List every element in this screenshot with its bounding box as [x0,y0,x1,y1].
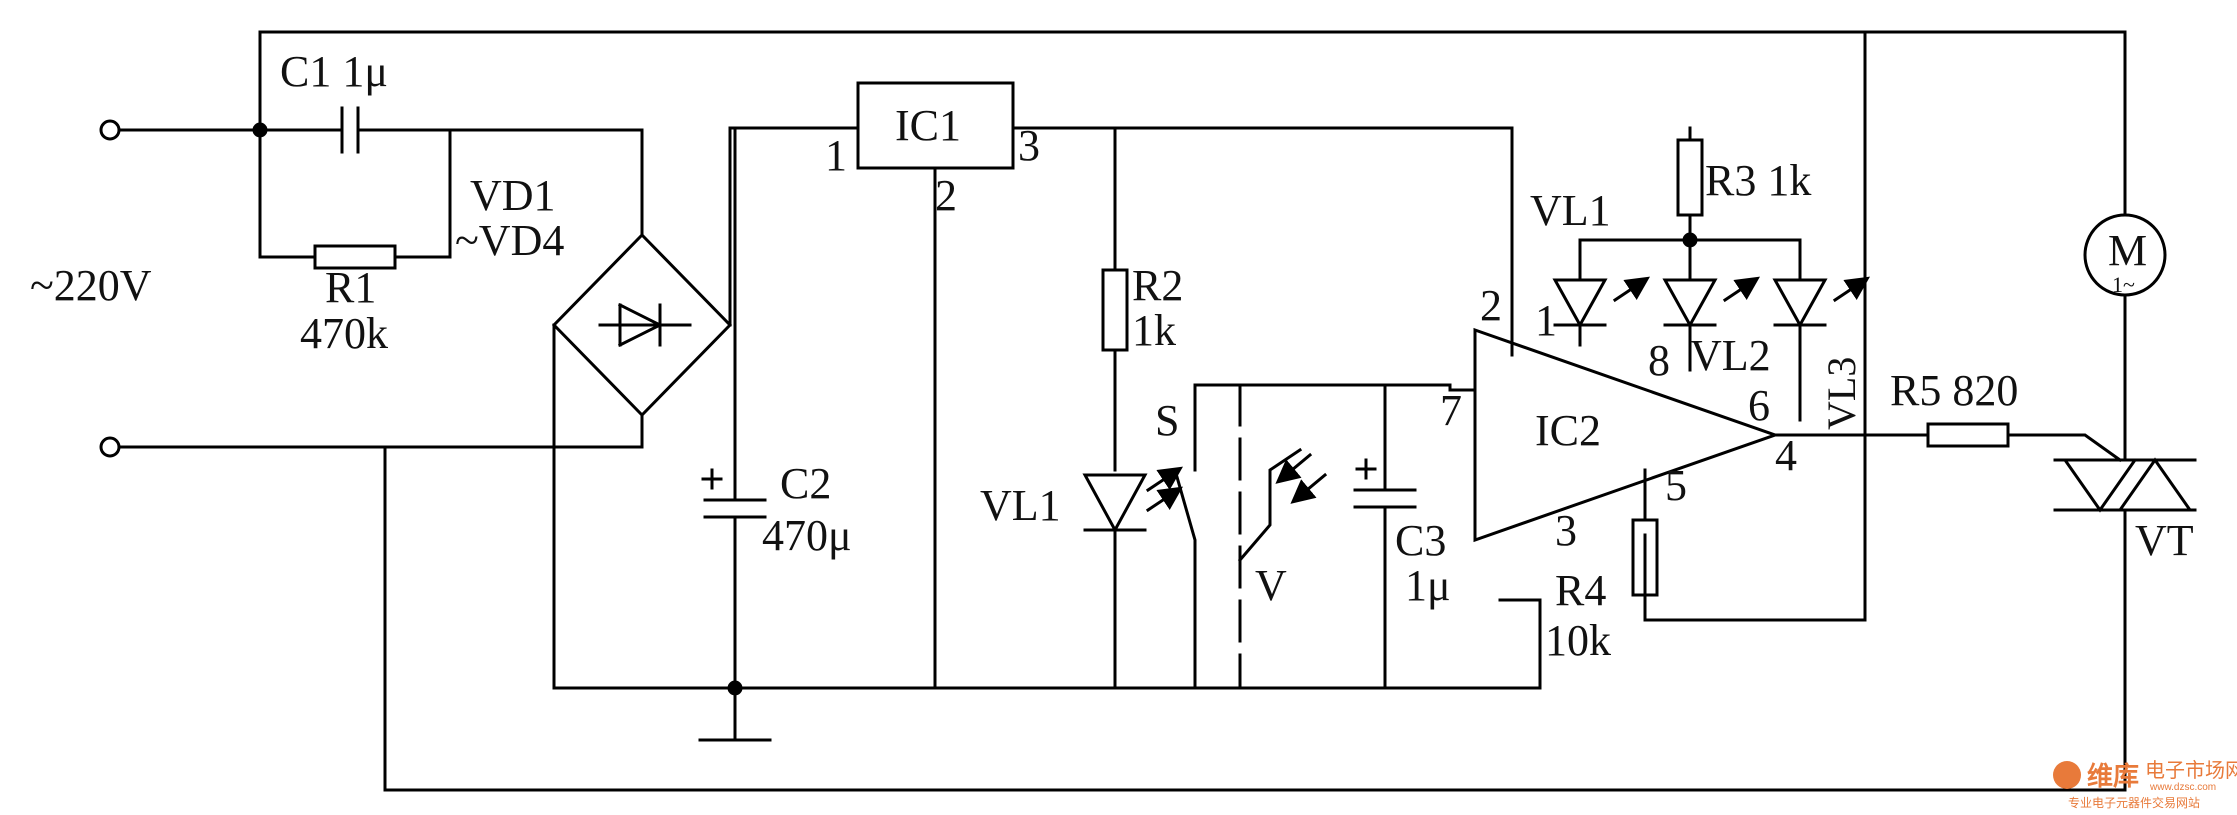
bridge-rectifier [551,232,733,418]
r1-resistor [313,244,397,270]
c3-capacitor [1353,383,1417,690]
r4-resistor [1631,518,1659,597]
label-r5: R5 820 [1890,366,2018,415]
switch-s [1173,383,1197,690]
label-r1-value: 470k [300,309,388,358]
wire-r1-branch [258,128,452,259]
vl3-led [1772,238,1870,422]
label-c2: C2 [780,459,831,508]
label-ic1-pin3: 3 [1018,121,1040,170]
label-r3: R3 1k [1705,156,1811,205]
label-pin3: 3 [1555,506,1577,555]
watermark: 维库 电子市场网 www.dzsc.com 专业电子元器件交易网站 [2053,759,2237,810]
label-v: V [1255,561,1287,610]
watermark-logo-icon [2053,761,2081,789]
wire-top-bus [258,30,2127,622]
label-vd1: VD1 [470,171,556,220]
r2-resistor [1101,268,1129,352]
watermark-url: www.dzsc.com [2149,782,2216,793]
label-motor: M [2108,226,2147,275]
label-ic1: IC1 [895,101,961,150]
label-pin4: 4 [1775,431,1797,480]
label-c2-value: 470μ [762,511,852,560]
label-ic1-pin2: 2 [935,171,957,220]
label-ic1-pin1: 1 [825,131,847,180]
label-c1: C1 1μ [280,47,388,96]
ic2-comparator [1473,327,1780,543]
label-r2-value: 1k [1132,306,1176,355]
watermark-brand: 维库 [2087,761,2139,791]
ac-terminal-bottom [99,436,121,458]
label-pin8: 8 [1648,336,1670,385]
wire-bottom-return [383,445,2127,792]
vl2-led [1662,248,1760,372]
label-c3-value: 1μ [1405,561,1451,610]
vl1-top-led [1552,238,1650,347]
label-r2: R2 [1132,261,1183,310]
label-ic2: IC2 [1535,406,1601,455]
label-vt: VT [2135,516,2194,565]
wire-ac-bottom [117,413,644,449]
r5-resistor [1926,422,2010,448]
triac-vt [2053,438,2197,792]
label-vl1-top: VL1 [1530,186,1611,235]
ground-bus [552,598,1542,742]
label-c3: C3 [1395,516,1446,565]
label-pin5: 5 [1665,461,1687,510]
watermark-text: 电子市场网 [2145,759,2237,782]
label-vl2: VL2 [1690,331,1771,380]
phototransistor-v [1237,383,1328,690]
label-vd4: ~VD4 [455,216,564,265]
label-motor-sub: 1~ [2112,272,2135,297]
label-r4: R4 [1555,566,1606,615]
label-pin1: 1 [1535,296,1557,345]
watermark-tagline: 专业电子元器件交易网站 [2068,795,2200,810]
r3-resistor [1676,138,1704,217]
ac-terminal-top [99,119,121,141]
label-pin2: 2 [1480,281,1502,330]
label-vl3: VL3 [1819,357,1864,430]
label-switch-s: S [1155,396,1179,445]
c1-capacitor [328,106,452,154]
vl1-left-led [1082,466,1183,534]
label-vl1-left: VL1 [980,481,1061,530]
label-pin6: 6 [1748,381,1770,430]
label-ac-voltage: ~220V [30,261,152,310]
label-r4-value: 10k [1545,616,1611,665]
label-r1: R1 [325,263,376,312]
c2-capacitor [701,323,767,690]
label-pin7: 7 [1440,386,1462,435]
